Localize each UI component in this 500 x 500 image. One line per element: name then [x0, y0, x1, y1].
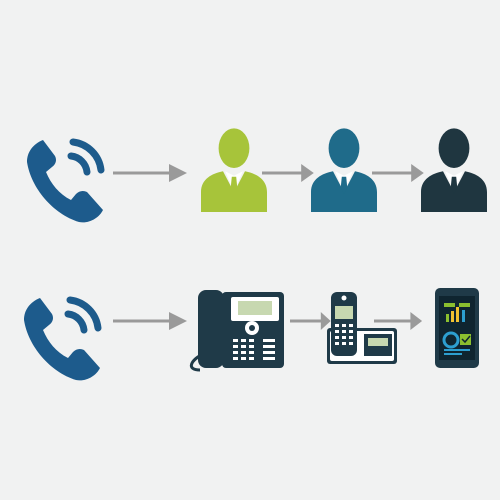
smartphone-icon [435, 288, 479, 368]
cordless-phone-icon [327, 292, 397, 364]
desk-phone-icon [189, 290, 284, 372]
